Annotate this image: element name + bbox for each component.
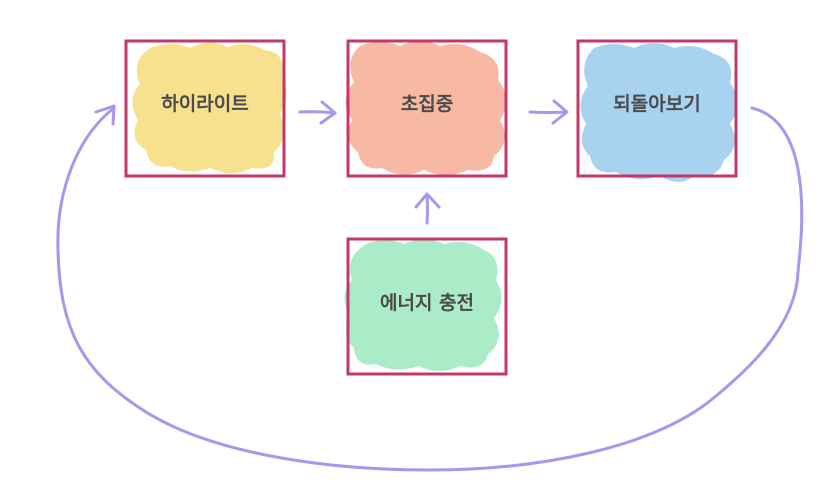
node-highlight: 하이라이트 — [124, 39, 287, 178]
arrow-focus-to-reflect-head — [551, 99, 569, 125]
node-focus-label: 초집중 — [401, 93, 453, 115]
arrow-focus-to-reflect-line — [528, 110, 568, 114]
node-focus-blob — [345, 41, 507, 175]
node-reflect-blob — [580, 43, 737, 182]
node-focus: 초집중 — [345, 39, 508, 178]
node-reflect-label: 되돌아보기 — [613, 93, 700, 115]
node-highlight-frame — [124, 39, 286, 178]
arrow-reflect-to-highlight-head — [94, 104, 116, 126]
node-recharge-frame — [346, 237, 508, 376]
arrow-reflect-to-highlight-line — [56, 106, 804, 472]
arrow-highlight-to-focus-line — [298, 110, 336, 115]
node-highlight-label: 하이라이트 — [161, 93, 248, 115]
arrow-highlight-to-focus-head — [319, 100, 337, 125]
node-recharge-label: 에너지 충전 — [380, 292, 474, 314]
arrow-reflect-to-highlight — [56, 104, 804, 472]
arrow-recharge-to-focus-head — [414, 192, 441, 209]
node-recharge: 에너지 충전 — [344, 237, 508, 376]
arrow-recharge-to-focus — [414, 192, 441, 225]
node-focus-frame — [346, 39, 508, 178]
node-recharge-blob — [344, 239, 502, 371]
node-reflect: 되돌아보기 — [576, 39, 738, 182]
arrow-focus-to-reflect — [528, 99, 569, 125]
node-highlight-blob — [132, 42, 287, 173]
node-reflect-frame — [576, 39, 738, 178]
arrow-highlight-to-focus — [298, 100, 337, 125]
arrow-recharge-to-focus-line — [425, 192, 429, 225]
